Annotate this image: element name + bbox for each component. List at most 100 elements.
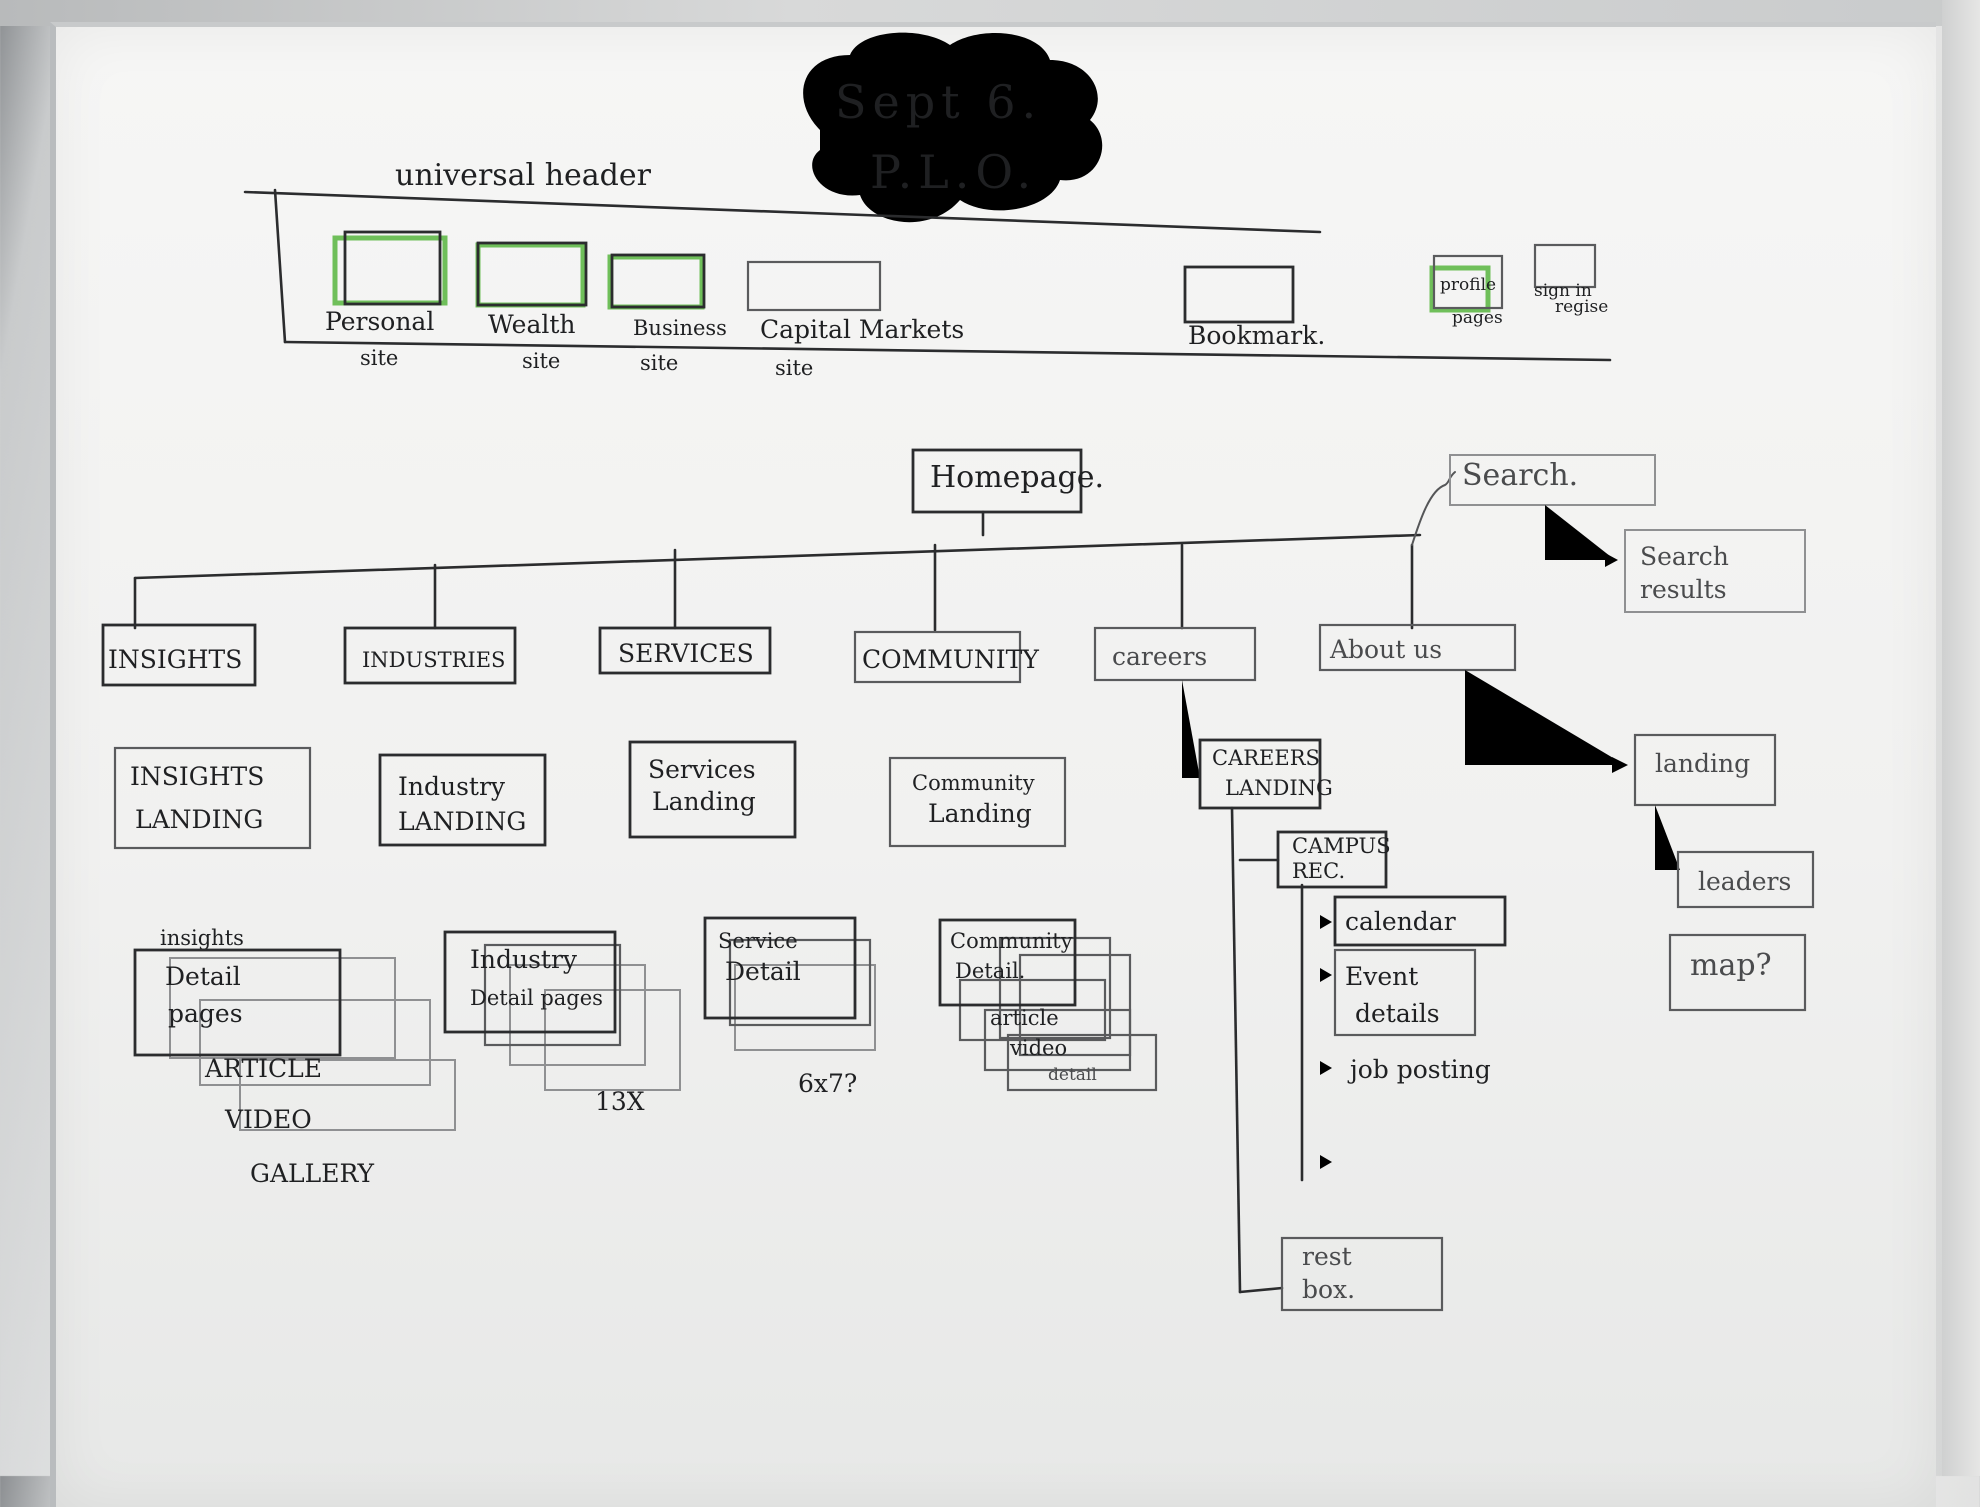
services-label: SERVICES xyxy=(618,639,754,668)
date-cloud: Sept 6. P.L.O. xyxy=(803,32,1103,223)
campus-rec-line2: REC. xyxy=(1292,859,1345,883)
universal-header: universal header Personal site Wealth si… xyxy=(243,158,1612,380)
search-box xyxy=(1449,454,1656,506)
insights-landing-box[interactable] xyxy=(113,746,312,850)
tile-business[interactable] xyxy=(610,253,706,309)
tile-business-sub: site xyxy=(640,351,678,375)
industry-landing-line2: LANDING xyxy=(398,807,526,836)
industry-landing-box[interactable] xyxy=(378,753,547,847)
industry-stack-1 xyxy=(483,943,622,1047)
calendar-label: calendar xyxy=(1345,907,1456,936)
calendar-box[interactable] xyxy=(1333,895,1507,947)
community-stack-video-label: video xyxy=(1009,1036,1067,1060)
tile-wealth-highlight xyxy=(475,242,586,308)
insights-landing-line1: INSIGHTS xyxy=(130,762,264,791)
stack-gallery-box xyxy=(239,1059,456,1131)
service-stack-1 xyxy=(728,938,872,1027)
tile-capital-markets-label: Capital Markets xyxy=(760,315,964,344)
industry-detail-box[interactable] xyxy=(443,930,617,1034)
services-landing-line2: Landing xyxy=(652,787,756,816)
industry-stack-3 xyxy=(544,989,681,1091)
tile-capital-markets-sub: site xyxy=(775,356,813,380)
insights-landing-line2: LANDING xyxy=(135,805,263,834)
industry-landing-line1: Industry xyxy=(398,772,506,801)
community-stack-detail-label: detail xyxy=(1048,1065,1097,1085)
industries-column: Industry LANDING Industry Detail pages 1… xyxy=(378,753,681,1116)
service-detail-box[interactable] xyxy=(703,916,857,1020)
community-box[interactable] xyxy=(853,630,1022,684)
service-stack-2 xyxy=(734,964,876,1051)
tile-capital-markets[interactable] xyxy=(746,260,882,312)
community-detail-box[interactable] xyxy=(938,918,1077,1007)
map-label: map? xyxy=(1690,948,1772,983)
stack-article-label: ARTICLE xyxy=(204,1054,322,1083)
event-details-line1: Event xyxy=(1345,962,1418,991)
homepage-box[interactable] xyxy=(911,448,1083,514)
campus-rec-box[interactable] xyxy=(1276,830,1388,889)
industry-count: 13X xyxy=(595,1087,645,1116)
services-box[interactable] xyxy=(598,626,772,675)
search-results-line1: Search xyxy=(1640,542,1729,571)
campus-rec-line1: CAMPUS xyxy=(1292,834,1391,858)
sitemap-sketch: Sept 6. P.L.O. universal header Personal… xyxy=(101,32,1815,1312)
services-landing-box[interactable] xyxy=(628,740,797,839)
insights-box[interactable] xyxy=(101,623,257,687)
about-box[interactable] xyxy=(1318,623,1517,672)
community-landing-line2: Landing xyxy=(928,799,1032,828)
tile-wealth[interactable] xyxy=(476,241,588,307)
careers-landing-line1: CAREERS xyxy=(1212,746,1320,770)
section-row: INSIGHTS INDUSTRIES SERVICES COMMUNITY c… xyxy=(101,623,1517,687)
community-detail-line2: Detail. xyxy=(955,959,1025,983)
community-detail-line1: Community xyxy=(950,929,1073,953)
about-label: About us xyxy=(1329,635,1442,664)
bookmark-box[interactable] xyxy=(1183,265,1295,324)
profile-highlight xyxy=(1429,265,1491,313)
signin-box[interactable] xyxy=(1533,243,1597,289)
leaders-label: leaders xyxy=(1698,867,1791,896)
careers-landing-box[interactable] xyxy=(1198,738,1322,810)
event-details-box[interactable] xyxy=(1333,948,1477,1037)
map-box[interactable] xyxy=(1668,933,1807,1012)
community-stack-back1 xyxy=(998,936,1112,1040)
insights-detail-box[interactable] xyxy=(133,948,342,1057)
insights-detail-caption: insights xyxy=(160,926,244,950)
wall-right xyxy=(1942,0,1980,1476)
community-label: COMMUNITY xyxy=(862,645,1039,674)
community-landing-box[interactable] xyxy=(888,756,1067,848)
cloud-outline xyxy=(803,32,1103,223)
industry-detail-line1: Industry xyxy=(470,945,578,974)
profile-line1: profile xyxy=(1440,275,1496,295)
industry-stack-2 xyxy=(509,964,646,1066)
insights-detail-line1: Detail xyxy=(165,962,241,991)
industries-box[interactable] xyxy=(343,626,517,685)
leaders-box[interactable] xyxy=(1676,850,1815,909)
service-detail-line1: Service xyxy=(718,929,798,953)
search-results-line2: results xyxy=(1640,575,1727,604)
tile-personal-highlight xyxy=(332,235,448,306)
signin-line2: regise xyxy=(1555,297,1608,317)
about-landing-box[interactable] xyxy=(1633,733,1777,807)
careers-column: CAREERS LANDING CAMPUS REC. calendar Eve… xyxy=(1182,680,1507,1312)
service-detail-line2: Detail xyxy=(725,957,801,986)
homepage-label: Homepage. xyxy=(930,460,1104,495)
rest-box[interactable] xyxy=(1280,1236,1444,1312)
service-count: 6x7? xyxy=(798,1069,857,1098)
services-column: Services Landing Service Detail 6x7? xyxy=(628,740,876,1098)
industry-detail-line2: Detail pages xyxy=(470,986,603,1010)
careers-box[interactable] xyxy=(1093,626,1257,682)
search-results-box[interactable] xyxy=(1624,529,1806,613)
tile-personal-sub: site xyxy=(360,346,398,370)
tile-business-label: Business xyxy=(633,316,727,340)
community-column: Community Landing Community Detail. arti… xyxy=(888,756,1158,1092)
rest-line1: rest xyxy=(1302,1242,1352,1271)
tile-wealth-label: Wealth xyxy=(488,310,576,339)
stack-video-label: VIDEO xyxy=(224,1105,312,1134)
community-stack-article xyxy=(958,978,1107,1042)
community-stack-detail xyxy=(1006,1033,1158,1092)
profile-box[interactable] xyxy=(1432,254,1504,310)
tile-personal[interactable] xyxy=(343,230,442,306)
careers-landing-line2: LANDING xyxy=(1225,776,1333,800)
careers-label: careers xyxy=(1112,642,1207,671)
event-details-line2: details xyxy=(1355,999,1440,1028)
insights-detail-line2: pages xyxy=(168,999,243,1028)
